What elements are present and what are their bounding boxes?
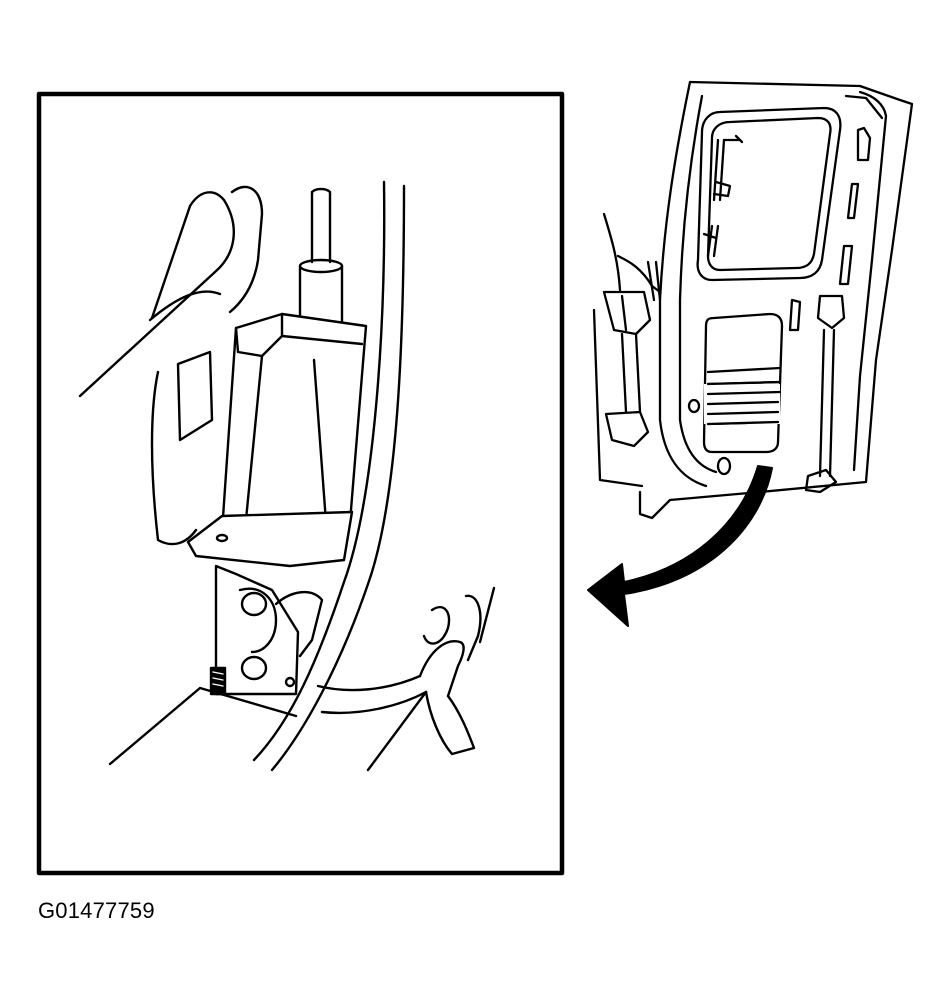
lower-panel [704,314,782,452]
window-latch [714,140,730,200]
direction-arrow [588,466,772,626]
detail-inset [39,94,562,873]
base-plate [188,512,352,566]
pillar-edge-outer [254,182,384,760]
left-hinge [604,292,650,334]
tool [420,641,464,696]
door-window [698,108,841,280]
arrow-body [588,466,772,626]
door-outline [640,82,912,518]
latch-hole-bottom [242,657,266,679]
latch-hole-top [242,593,266,615]
pillar-edge-inner [272,186,404,770]
door-strut [818,296,844,328]
strut-rod [312,189,330,262]
right-pillar [854,92,886,470]
glove-cuff [230,187,262,312]
glove-hand [80,192,234,396]
bracket-housing [222,314,366,532]
door-overview [594,82,912,518]
figure-id-label: G01477759 [38,898,155,923]
